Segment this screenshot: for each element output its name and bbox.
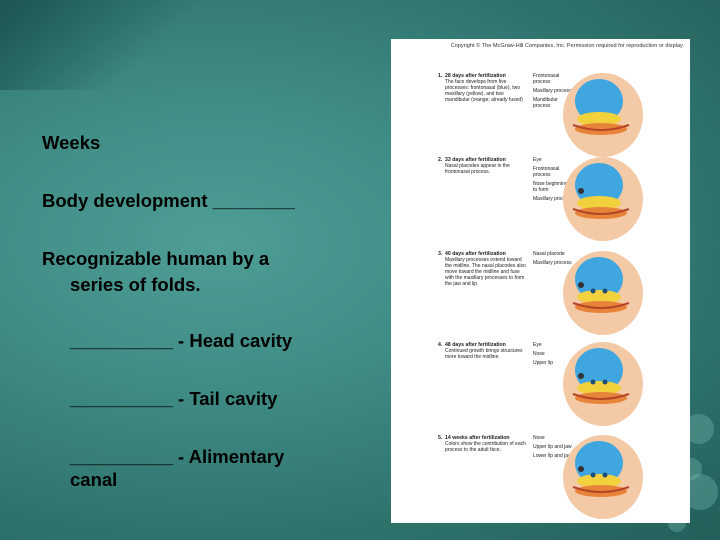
embryo-face-illustration <box>563 73 643 157</box>
nasal-pit <box>590 379 596 385</box>
eye-mark <box>578 188 584 194</box>
stage-label: Frontonasal process <box>533 73 560 85</box>
stage-text: Colors show the contribution of each pro… <box>445 441 526 453</box>
maxillary-region <box>577 290 621 304</box>
frontonasal-region <box>575 441 623 485</box>
stage-number: 3. <box>438 251 443 257</box>
copyright-notice: Copyright © The McGraw-Hill Companies, I… <box>450 43 684 49</box>
stage-text: The face develops from five processes: f… <box>445 79 523 103</box>
stage-label: Nose beginning to form <box>533 181 568 193</box>
mouth-line <box>572 302 630 309</box>
head-cavity-line: __________ - Head cavity <box>70 330 293 351</box>
frontonasal-region <box>575 348 623 392</box>
eye-mark <box>578 466 584 472</box>
frontonasal-region <box>575 257 623 301</box>
nasal-pit <box>602 379 608 385</box>
body-development-line: Body development ________ <box>42 190 295 211</box>
embryo-face-illustration <box>563 251 643 335</box>
embryo-face-illustration <box>563 435 643 519</box>
mouth-line <box>572 486 630 493</box>
embryo-face-illustration <box>563 157 643 241</box>
corner-shadow <box>0 0 200 90</box>
nasal-pit <box>602 472 608 478</box>
stage-label: Maxillary process <box>533 88 572 94</box>
eye-mark <box>578 282 584 288</box>
stage-label: Frontonasal process <box>533 166 560 178</box>
maxillary-region <box>577 381 621 395</box>
tail-cavity-line: __________ - Tail cavity <box>70 388 278 409</box>
mouth-line <box>572 393 630 400</box>
stage-text: Nasal placodes appear in the frontonasal… <box>445 163 510 175</box>
stage-label: Nose <box>533 351 545 357</box>
stage-title: 14 weeks after fertilization <box>445 435 510 441</box>
stage-label: Nose <box>533 435 545 441</box>
face-development-figure: Copyright © The McGraw-Hill Companies, I… <box>391 39 690 523</box>
weeks-line: Weeks <box>42 132 101 153</box>
maxillary-region <box>577 474 621 488</box>
stage-label: Nasal placode <box>533 251 565 257</box>
nasal-pit <box>602 288 608 294</box>
stage-number: 2. <box>438 157 443 163</box>
frontonasal-region <box>575 79 623 123</box>
stage-label: Lower lip and jaw <box>533 453 572 459</box>
stage-number: 4. <box>438 342 443 348</box>
embryo-face-illustration <box>563 342 643 426</box>
nasal-pit <box>590 472 596 478</box>
stage-text: Maxillary processes extend toward the mi… <box>445 257 526 287</box>
alimentary-canal-line-cont: canal <box>70 469 118 490</box>
stage-label: Maxillary process <box>533 260 572 266</box>
maxillary-region <box>577 112 621 126</box>
stage-title: 28 days after fertilization <box>445 73 506 79</box>
stage-number: 5. <box>438 435 443 441</box>
stage-number: 1. <box>438 73 443 79</box>
stage-label: Upper lip and jaw <box>533 444 572 450</box>
stage-text: Continued growth brings structures more … <box>445 348 523 360</box>
stage-title: 33 days after fertilization <box>445 157 506 163</box>
recognizable-line: Recognizable human by a <box>42 248 270 269</box>
stage-label: Eye <box>533 342 542 348</box>
mouth-line <box>572 208 630 215</box>
alimentary-canal-line: __________ - Alimentary <box>70 446 285 467</box>
stage-title: 48 days after fertilization <box>445 342 506 348</box>
mouth-line <box>572 124 630 131</box>
recognizable-line-cont: series of folds. <box>70 274 201 295</box>
stage-label: Eye <box>533 157 542 163</box>
maxillary-region <box>577 196 621 210</box>
eye-mark <box>578 373 584 379</box>
frontonasal-region <box>575 163 623 207</box>
stage-label: Mandibular process <box>533 97 558 109</box>
nasal-pit <box>590 288 596 294</box>
stage-label: Maxillary process <box>533 196 572 202</box>
stage-label: Upper lip <box>533 360 554 366</box>
stage-title: 40 days after fertilization <box>445 251 506 257</box>
